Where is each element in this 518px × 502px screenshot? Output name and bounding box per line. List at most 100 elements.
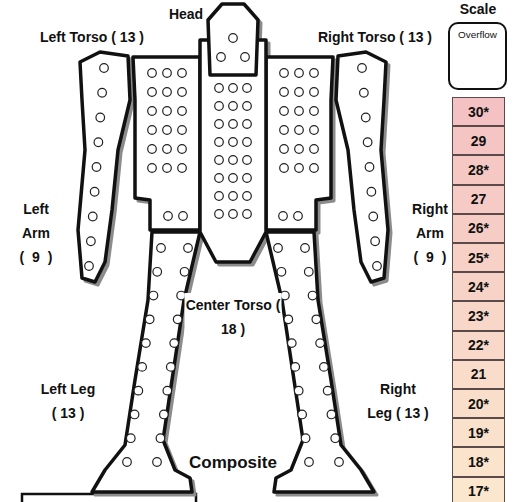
armor-pip xyxy=(163,69,172,78)
armor-pip xyxy=(163,126,172,135)
armor-pip xyxy=(295,164,304,173)
armor-pip xyxy=(163,386,172,395)
scale-value: 20* xyxy=(468,396,489,412)
right-torso-outline xyxy=(266,57,333,230)
armor-pip xyxy=(280,145,289,154)
overflow-box: Overflow xyxy=(448,22,507,90)
armor-pip xyxy=(305,458,314,467)
section-name: Right Arm ( 9 ) xyxy=(411,197,449,269)
armor-pip xyxy=(310,126,319,135)
armor-pip xyxy=(280,88,289,97)
scale-heading: Scale xyxy=(460,0,497,21)
armor-pip xyxy=(291,363,300,372)
armor-pip xyxy=(316,339,325,348)
armor-pip xyxy=(295,145,304,154)
armor-pip xyxy=(178,107,187,116)
armor-pip xyxy=(229,192,238,201)
armor-pip xyxy=(304,267,313,276)
armor-pip xyxy=(148,88,157,97)
scale-cell: 27 xyxy=(452,185,505,214)
armor-pip xyxy=(295,88,304,97)
scale-value: 28* xyxy=(468,162,489,178)
armor-pip xyxy=(229,34,238,43)
left-arm-outline xyxy=(78,52,130,282)
armor-pip xyxy=(243,156,252,165)
armor-pip xyxy=(367,187,376,196)
armor-pip xyxy=(358,64,367,73)
armor-pip xyxy=(179,212,188,221)
armor-pip xyxy=(229,102,238,111)
armor-pip xyxy=(100,64,109,73)
armor-pip xyxy=(308,291,317,300)
armor-pip xyxy=(284,315,293,324)
armor-pip xyxy=(215,138,224,147)
armor-pip xyxy=(327,410,336,419)
section-name: Left Arm ( 9 ) xyxy=(17,197,55,269)
armor-pip xyxy=(243,174,252,183)
armor-pip xyxy=(229,138,238,147)
armor-pip xyxy=(229,174,238,183)
armor-pip xyxy=(148,126,157,135)
scale-value: 30* xyxy=(468,104,489,120)
left-leg-outline xyxy=(92,232,200,492)
armor-pip xyxy=(215,192,224,201)
left-torso-outline xyxy=(133,57,200,230)
armor-pip xyxy=(92,163,101,172)
scale-value: 18* xyxy=(468,454,489,470)
armor-pip xyxy=(178,126,187,135)
armor-pip xyxy=(312,315,321,324)
armor-pip xyxy=(277,267,286,276)
armor-pip xyxy=(166,363,175,372)
mech-outline xyxy=(78,4,388,492)
armor-pip xyxy=(157,244,166,253)
armor-pip xyxy=(96,113,105,122)
armor-pip xyxy=(215,102,224,111)
armor-pip xyxy=(163,107,172,116)
armor-pip xyxy=(243,120,252,129)
armor-pip xyxy=(148,69,157,78)
scale-value: 24* xyxy=(468,279,489,295)
overflow-label: Overflow xyxy=(450,29,505,40)
scale-cell: 30* xyxy=(452,97,505,126)
armor-pip xyxy=(365,163,374,172)
armor-pip xyxy=(280,126,289,135)
armor-pip xyxy=(274,244,283,253)
scale-value: 29 xyxy=(471,133,487,149)
scale-value: 22* xyxy=(468,337,489,353)
armor-pip xyxy=(369,212,378,221)
scale-value: 19* xyxy=(468,425,489,441)
armor-pip xyxy=(281,291,290,300)
armor-pip xyxy=(310,88,319,97)
armor-pip xyxy=(178,164,187,173)
armor-pip xyxy=(180,267,189,276)
section-name: Right Leg ( 13 ) xyxy=(367,377,429,425)
armor-pip xyxy=(215,120,224,129)
armor-pip xyxy=(88,212,97,221)
armor-pip xyxy=(184,244,193,253)
armor-pip xyxy=(90,187,99,196)
armor-pip xyxy=(126,434,135,443)
scale-cell: 28* xyxy=(452,155,505,184)
armor-pip xyxy=(163,88,172,97)
armor-pip xyxy=(323,386,332,395)
armor-pip xyxy=(170,339,179,348)
armor-pip xyxy=(178,145,187,154)
armor-pip xyxy=(215,210,224,219)
armor-pip xyxy=(164,212,173,221)
armor-pip xyxy=(149,291,158,300)
armor-pips xyxy=(85,34,382,467)
scale-cell: 17* xyxy=(452,477,505,502)
armor-pip xyxy=(280,69,289,78)
armor-pip xyxy=(229,210,238,219)
armor-pip xyxy=(335,458,344,467)
section-name: Left Torso ( 13 ) xyxy=(40,25,144,49)
scale-cell: 25* xyxy=(452,243,505,272)
armor-pip xyxy=(229,156,238,165)
armor-pip xyxy=(85,262,94,271)
scale-value: 17* xyxy=(468,483,489,499)
armor-pip xyxy=(178,69,187,78)
armor-pip xyxy=(360,88,369,97)
scale-value: 21 xyxy=(471,366,487,382)
armor-pip xyxy=(148,145,157,154)
scale-cell: 20* xyxy=(452,389,505,418)
